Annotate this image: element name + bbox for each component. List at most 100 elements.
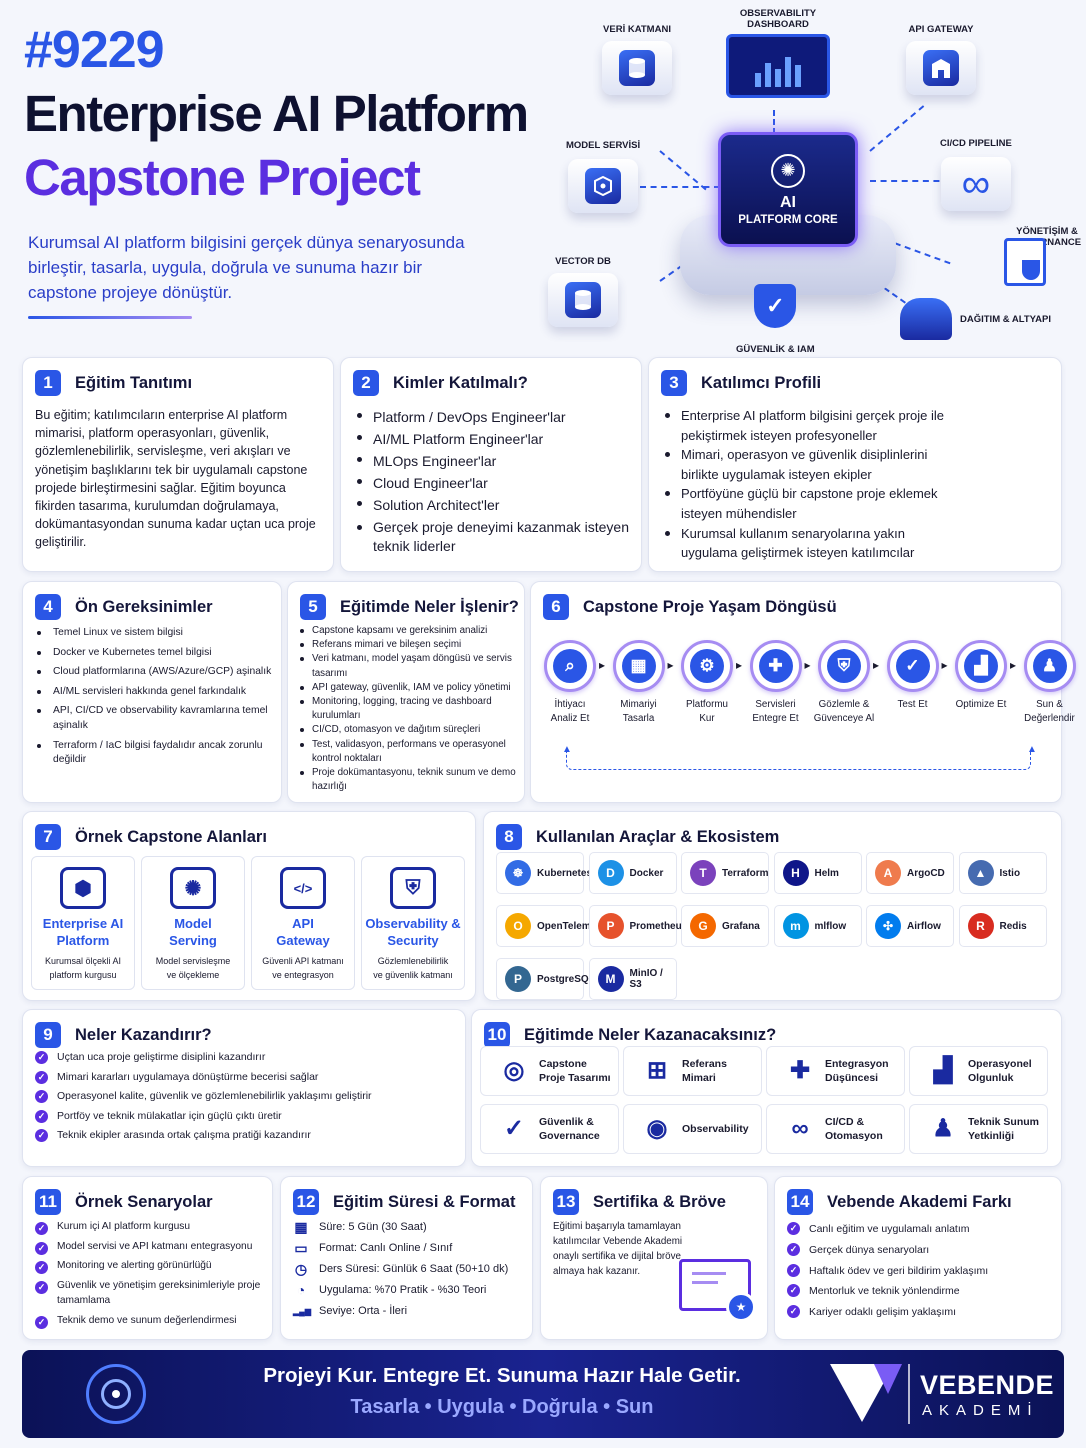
step-label-line2: Kur [699, 713, 715, 724]
cloud-server-icon [900, 298, 952, 340]
node-model-service: MODEL SERVİSİ [566, 140, 640, 213]
area-desc-line1: Güvenli API katmanı [262, 956, 344, 966]
format-key: Ders Süresi: [319, 1263, 380, 1275]
course-code: #9229 [24, 21, 165, 79]
footer-step: Uygula [437, 1396, 504, 1418]
arrow-right-icon: ▸ [667, 658, 674, 672]
list-item: Portföy ve teknik mülakatlar için güçlü … [35, 1107, 455, 1127]
gain-label-line1: Operasyonel [968, 1058, 1032, 1070]
step-label: Sun & Değerlendir [1024, 698, 1075, 726]
area-title: Observability &Security [365, 915, 460, 949]
section-number: 8 [496, 824, 522, 850]
section-number: 11 [35, 1189, 61, 1215]
intro-text: Bu eğitim; katılımcıların enterprise AI … [35, 408, 316, 550]
redis-logo-icon: R [967, 913, 994, 939]
step-ring: ▟ [955, 640, 1007, 692]
section-number: 12 [293, 1189, 319, 1215]
gain-item: ✓Güvenlik &Governance [480, 1104, 619, 1154]
list-item: Referans mimari ve bileşen seçimi [298, 638, 522, 652]
gain-item: ∞ CI/CD &Otomasyon [766, 1104, 905, 1154]
list-item: Teknik ekipler arasında ortak çalışma pr… [35, 1126, 455, 1146]
tool-name: ArgoCD [907, 867, 945, 879]
tool-istio: ▲Istio [958, 852, 1047, 894]
presenter-icon: ♟ [932, 1115, 954, 1142]
scenarios-list: Kurum içi AI platform kurgusu Model serv… [35, 1219, 267, 1328]
target-icon: ◎ [503, 1057, 525, 1084]
format-value: Günlük 6 Saat (50+10 dk) [382, 1263, 509, 1275]
database-icon [619, 50, 655, 86]
list-item: Docker ve Kubernetes temel bilgisi [35, 646, 277, 661]
section-title: Eğitimde Neler Kazanacaksınız? [524, 1025, 777, 1044]
step-label-line1: Sun & [1036, 699, 1063, 710]
step-ring: ⛨ [818, 640, 870, 692]
list-item: Teknik demo ve sunum değerlendirmesi [35, 1313, 267, 1328]
step-label-line1: Servisleri [755, 699, 796, 710]
node-cicd: CI/CD PIPELINE ∞ [940, 138, 1012, 211]
format-text: Seviye: Orta - İleri [319, 1301, 407, 1322]
arrow-right-icon: ▸ [599, 658, 606, 672]
tool-name: Redis [999, 920, 1027, 932]
format-row: ▦Süre: 5 Gün (30 Saat) [293, 1217, 529, 1238]
benefits-list: Uçtan uca proje geliştirme disiplini kaz… [35, 1048, 455, 1146]
area-title-line2: Platform [56, 933, 110, 948]
brand-name: VEBENDE [920, 1370, 1055, 1400]
certificate-icon: ★ [679, 1259, 756, 1322]
format-value: Canlı Online / Sınıf [359, 1242, 453, 1254]
format-key: Format: [319, 1242, 357, 1254]
lifecycle-step: ▟Optimize Et [948, 640, 1014, 712]
section-title: Örnek Capstone Alanları [75, 827, 267, 846]
area-desc-line1: Gözlemlenebilirlik [377, 956, 449, 966]
section-title: Kimler Katılmalı? [393, 373, 528, 392]
section-title: Eğitim Tanıtımı [75, 373, 193, 392]
section-number: 1 [35, 370, 61, 396]
section-number: 3 [661, 370, 687, 396]
format-text: Süre: 5 Gün (30 Saat) [319, 1217, 427, 1238]
step-ring: ▦ [612, 640, 665, 692]
node-observability: OBSERVABILITY DASHBOARD [718, 8, 838, 98]
format-row: ▭Format: Canlı Online / Sınıf [293, 1238, 529, 1259]
step-label-line2: Değerlendir [1024, 713, 1075, 724]
step-ring: ♟ [1023, 640, 1076, 692]
list-item: Gerçek proje deneyimi kazanmak isteyen t… [355, 518, 637, 556]
architecture-diagram: ✺ AI PLATFORM CORE VERİ KATMANI OBSERVAB… [540, 0, 1086, 360]
gain-label: CI/CD &Otomasyon [825, 1115, 883, 1143]
area-title-line1: Observability & [365, 916, 461, 931]
vector-database-icon [565, 282, 601, 318]
section-title: Neler Kazandırır? [75, 1025, 212, 1044]
step-label-line2: Tasarla [622, 713, 655, 724]
list-item: Mentorluk ve teknik yönlendirme [787, 1281, 1057, 1302]
arrow-up-icon: ▲ [1027, 744, 1037, 755]
tool-name: MinIO / S3 [629, 968, 663, 990]
arrow-right-icon: ▸ [736, 658, 743, 672]
bar-chart-icon: ▟ [933, 1057, 953, 1084]
area-desc-line2: ve entegrasyon [272, 970, 334, 980]
brand-subtitle: AKADEMİ [922, 1402, 1039, 1419]
list-item: Portföyüne güçlü bir capstone proje ekle… [663, 484, 963, 523]
section-number: 2 [353, 370, 379, 396]
gain-label-line1: Observability [682, 1123, 749, 1135]
infinity-icon: ∞ [791, 1115, 809, 1142]
gear-icon: ⚙ [690, 649, 724, 683]
step-ring: ✓ [886, 640, 939, 692]
level-bars-icon: ▂▄▆ [293, 1307, 311, 1316]
step-label-line1: İhtiyacı [554, 699, 586, 710]
arrow-right-icon: ▸ [804, 658, 811, 672]
lifecycle-step: ✓Test Et [880, 640, 946, 712]
format-value: Orta - İleri [358, 1305, 408, 1317]
list-item: Cloud Engineer'lar [355, 472, 637, 494]
